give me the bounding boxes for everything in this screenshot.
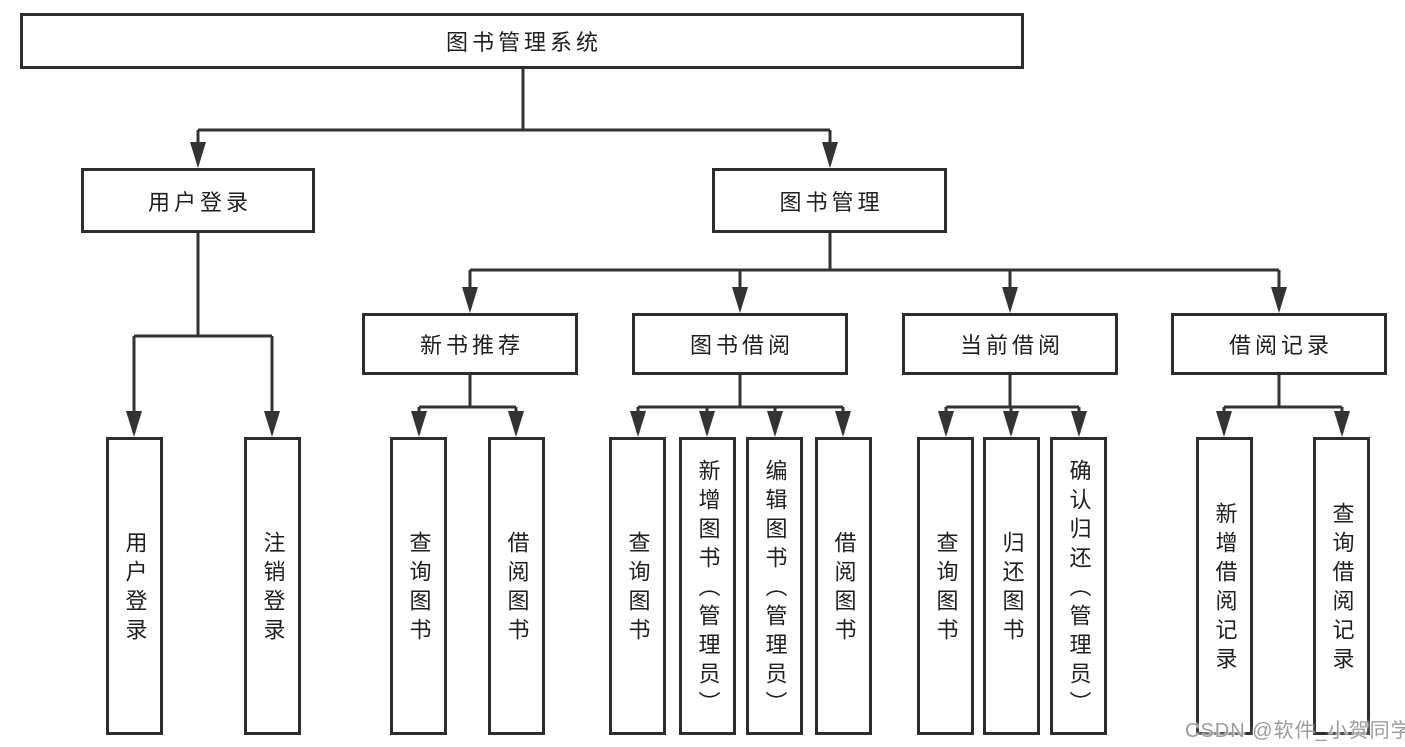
leaf-query-books-borrowing: 查询图书 — [609, 437, 666, 735]
leaf-borrow-books: 借阅图书 — [815, 437, 872, 735]
node-current-borrowing: 当前借阅 — [902, 313, 1118, 375]
leaf-query-borrow-record: 查询借阅记录 — [1313, 437, 1370, 735]
node-label: 用户登录 — [122, 531, 148, 647]
node-label: 用户登录 — [147, 189, 252, 215]
node-label: 查询图书 — [933, 531, 959, 647]
leaf-borrow-books-recommend: 借阅图书 — [488, 437, 545, 735]
node-label: 当前借阅 — [959, 333, 1064, 358]
leaf-add-books-admin: 新增图书（管理员） — [679, 437, 736, 735]
leaf-edit-books-admin: 编辑图书（管理员） — [746, 437, 803, 735]
node-label: 借阅图书 — [831, 531, 857, 647]
node-user-login: 用户登录 — [81, 168, 315, 233]
node-label: 查询借阅记录 — [1329, 502, 1355, 676]
leaf-logout: 注销登录 — [244, 437, 301, 735]
node-label: 新增借阅记录 — [1212, 502, 1238, 676]
node-label: 查询图书 — [625, 531, 651, 647]
node-label: 确认归还（管理员） — [1066, 458, 1092, 720]
node-book-borrowing: 图书借阅 — [632, 313, 848, 375]
node-borrowing-records: 借阅记录 — [1171, 313, 1387, 375]
node-label: 图书借阅 — [689, 333, 794, 358]
node-label: 注销登录 — [260, 531, 286, 647]
csdn-watermark: CSDN @软件_小贺同学 — [1185, 720, 1405, 742]
leaf-query-books-current: 查询图书 — [917, 437, 974, 735]
node-new-book-recommend: 新书推荐 — [362, 313, 578, 375]
node-label: 归还图书 — [999, 531, 1025, 647]
node-label: 编辑图书（管理员） — [762, 458, 788, 720]
node-label: 图书管理 — [779, 189, 884, 215]
leaf-user-login: 用户登录 — [106, 437, 163, 735]
node-label: 查询图书 — [406, 531, 432, 647]
leaf-confirm-return-admin: 确认归还（管理员） — [1050, 437, 1107, 735]
node-book-management: 图书管理 — [712, 168, 947, 233]
leaf-add-borrow-record: 新增借阅记录 — [1196, 437, 1253, 735]
node-library-management-system: 图书管理系统 — [20, 13, 1024, 69]
node-label: 新增图书（管理员） — [695, 458, 721, 720]
node-label: 借阅图书 — [504, 531, 530, 647]
leaf-query-books-recommend: 查询图书 — [390, 437, 447, 735]
node-label: 借阅记录 — [1228, 333, 1333, 358]
node-label: 图书管理系统 — [445, 30, 602, 55]
node-label: 新书推荐 — [419, 333, 524, 358]
leaf-return-books: 归还图书 — [983, 437, 1040, 735]
